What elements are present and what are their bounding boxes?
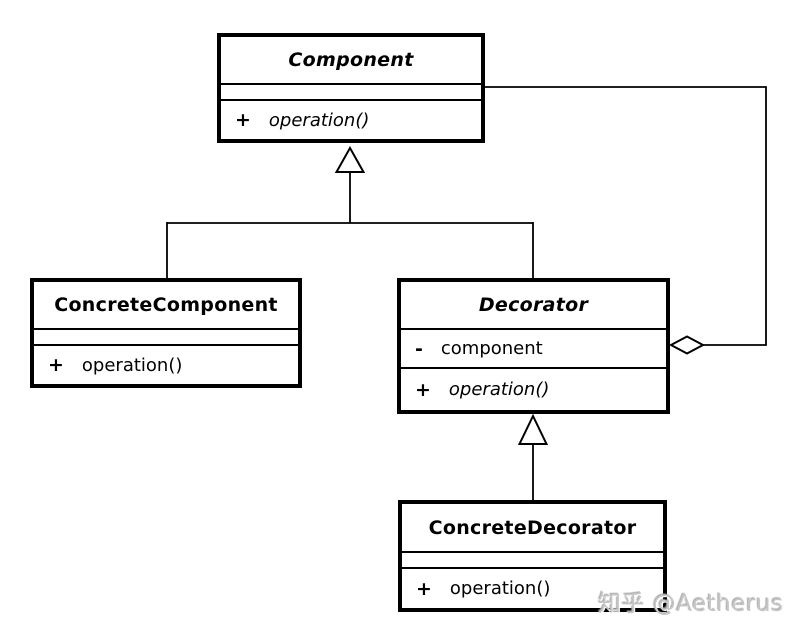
visibility-sign: + <box>415 378 431 401</box>
attribute-label: component <box>440 338 543 359</box>
class-title-component: Component <box>288 49 414 71</box>
class-box-concrete-decorator: ConcreteDecorator + operation() <box>398 500 667 612</box>
method-label: operation() <box>81 354 183 376</box>
aggregation-line <box>485 86 767 346</box>
class-box-decorator: Decorator - component + operation() <box>397 278 670 414</box>
method-label: operation() <box>268 109 370 131</box>
methods-compartment: + operation() <box>402 567 663 608</box>
class-title-concrete-decorator: ConcreteDecorator <box>428 516 637 539</box>
visibility-sign: + <box>48 354 64 376</box>
methods-compartment: + operation() <box>34 344 298 384</box>
watermark-text: 知乎 @Aetherus <box>598 591 784 617</box>
visibility-sign: - <box>415 337 423 360</box>
visibility-sign: + <box>235 109 251 131</box>
class-box-component: Component + operation() <box>217 33 485 143</box>
class-title-decorator: Decorator <box>478 294 589 316</box>
attributes-compartment: - component <box>401 328 666 367</box>
method-label: operation() <box>449 578 551 599</box>
class-title-concrete-component: ConcreteComponent <box>54 294 278 316</box>
method-label: operation() <box>448 379 550 400</box>
class-box-concrete-component: ConcreteComponent + operation() <box>30 278 302 388</box>
attributes-compartment-empty <box>402 551 663 567</box>
inheritance-triangle-icon <box>334 145 366 173</box>
inheritance-triangle-icon <box>517 413 549 445</box>
aggregation-diamond-icon <box>668 335 706 355</box>
methods-compartment: + operation() <box>401 367 666 410</box>
methods-compartment: + operation() <box>221 99 481 139</box>
attributes-compartment-empty <box>34 328 298 344</box>
visibility-sign: + <box>416 577 432 600</box>
attributes-compartment-empty <box>221 83 481 99</box>
generalization-to-component <box>166 172 534 278</box>
